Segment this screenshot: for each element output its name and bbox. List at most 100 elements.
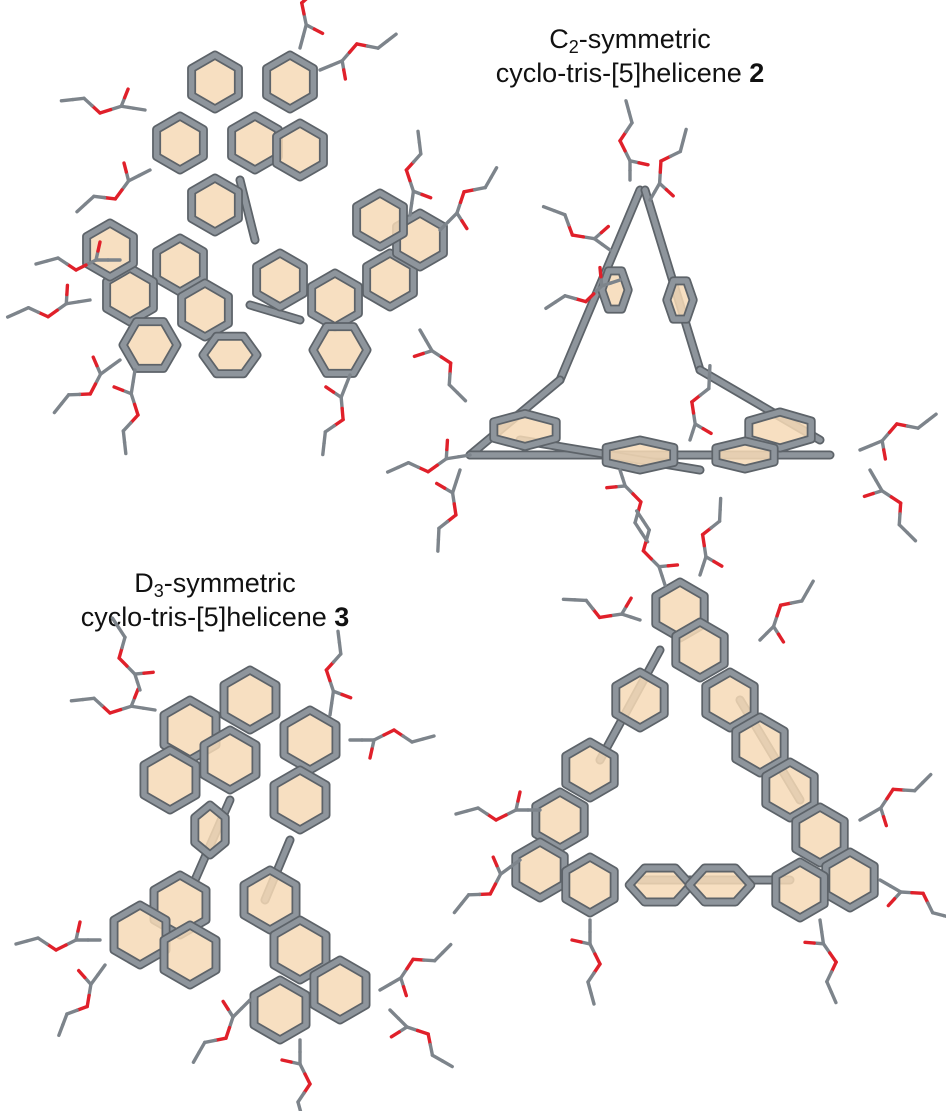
ester-bond: [389, 1030, 401, 1039]
ring-bond: [188, 175, 242, 235]
ester-bond: [89, 973, 100, 987]
ring-bond: [686, 865, 754, 905]
ester-bond: [459, 893, 471, 906]
ester-bond: [516, 790, 522, 803]
ring-bond: [83, 220, 137, 280]
ester-bond: [26, 306, 40, 314]
ester-bond: [658, 159, 663, 174]
ester-bond: [85, 993, 91, 1009]
ester-bond: [102, 195, 118, 201]
ring-bond: [746, 409, 814, 451]
ring-bond: [310, 323, 370, 377]
ester-bond: [439, 355, 453, 365]
ester-bond: [408, 178, 416, 193]
ester-bond: [221, 999, 230, 1011]
ester-bond: [59, 393, 71, 406]
ester-bond: [399, 966, 409, 980]
ester-bond: [129, 380, 135, 396]
ester-bond: [925, 412, 938, 423]
ester-bond: [637, 161, 650, 167]
ring-bond: [703, 669, 757, 731]
ester-bond: [410, 737, 425, 744]
ester-bond: [25, 936, 40, 943]
caption-bottom-line2: cyclo-tris-[5]helicene 3: [80, 602, 350, 632]
ester-bond: [668, 149, 683, 158]
ester-bond: [428, 1042, 435, 1057]
ester-bond: [296, 1091, 306, 1104]
ester-bond: [405, 957, 415, 971]
ring-bond: [153, 113, 207, 173]
ester-bond: [75, 202, 88, 214]
ester-bond: [406, 461, 420, 469]
ester-bond: [318, 63, 333, 72]
ester-bond: [117, 645, 124, 660]
ester-bond: [322, 430, 328, 445]
ester-bond: [618, 130, 628, 143]
ester-bond: [627, 110, 634, 125]
ester-bond: [691, 411, 697, 426]
ester-bond: [886, 897, 897, 908]
ester-bond: [926, 901, 935, 915]
backbone-bond-core: [247, 302, 303, 323]
ring-bond: [613, 669, 667, 731]
ester-bond: [365, 44, 380, 50]
ester-bond: [92, 194, 107, 200]
ring-bond: [823, 849, 877, 911]
ester-bond: [416, 129, 422, 145]
ester-bond: [55, 302, 68, 312]
ester-bond: [455, 391, 468, 403]
ester-bond: [372, 733, 386, 742]
ester-bond: [418, 328, 428, 343]
ester-bond: [592, 962, 602, 975]
helicene-3-top-view: [452, 496, 946, 1006]
ester-bond: [586, 980, 593, 995]
ester-bond: [328, 701, 334, 717]
ester-bond: [593, 952, 602, 966]
ester-bond: [401, 985, 409, 998]
ester-bond: [456, 453, 472, 459]
ester-bond: [776, 632, 786, 644]
ester-bond: [436, 538, 441, 553]
ester-bond: [421, 734, 436, 741]
ester-bond: [87, 982, 93, 998]
ester-bond: [302, 12, 308, 27]
ring-bond: [733, 714, 787, 776]
ester-bond: [404, 160, 416, 172]
ester-bond: [430, 1053, 445, 1063]
ester-bond: [437, 519, 450, 531]
ester-bond: [879, 796, 889, 810]
ester-bond: [930, 911, 946, 918]
ester-bond: [828, 951, 838, 964]
ester-bond: [868, 806, 883, 816]
ester-bond: [690, 393, 703, 404]
ring-bond: [192, 802, 228, 858]
ester-bond: [65, 283, 70, 297]
ester-bond: [690, 400, 696, 415]
ester-bond: [424, 338, 434, 353]
ester-bond: [122, 87, 130, 100]
ester-bond: [368, 747, 374, 760]
ester-bond: [321, 441, 326, 457]
ester-bond: [563, 294, 578, 301]
ester-bond: [69, 697, 85, 703]
ring-bond: [281, 707, 339, 773]
ester-bond: [121, 421, 133, 433]
ester-bond: [332, 417, 345, 428]
ring-bond: [563, 854, 617, 916]
caption-top-line1: C2-symmetric: [549, 24, 711, 57]
ester-bond: [649, 557, 661, 569]
ester-bond: [921, 891, 930, 905]
ester-bond: [888, 884, 903, 894]
ester-bond: [644, 528, 651, 543]
ester-bond: [122, 161, 129, 174]
ester-bond: [718, 496, 723, 512]
ring-bond: [713, 438, 777, 472]
ester-bond: [300, 1, 306, 16]
ester-bond: [121, 429, 127, 444]
ester-bond: [312, 27, 325, 36]
ester-bond: [303, 1072, 312, 1086]
ester-bond: [330, 689, 336, 705]
ester-bond: [820, 930, 826, 946]
ring-bond: [111, 902, 169, 968]
ring-bond: [141, 747, 199, 813]
